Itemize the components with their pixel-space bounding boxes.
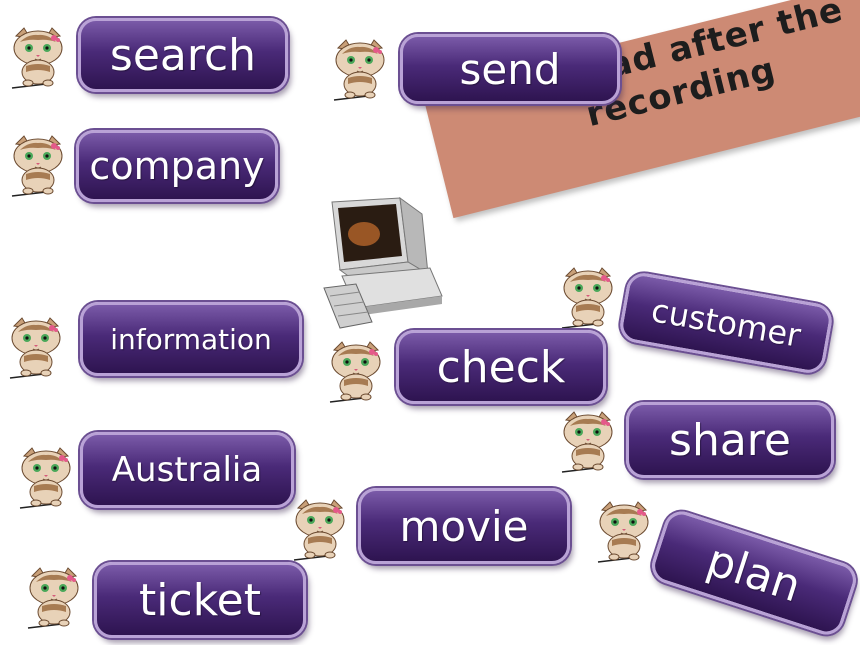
cat-icon [556, 266, 620, 330]
word-button-customer[interactable]: customer [617, 270, 835, 376]
word-button-check[interactable]: check [396, 330, 606, 404]
cat-icon [288, 498, 352, 562]
cat-icon [6, 134, 70, 198]
word-button-australia[interactable]: Australia [80, 432, 294, 508]
cat-icon [6, 26, 70, 90]
word-button-company[interactable]: company [76, 130, 278, 202]
word-button-send[interactable]: send [400, 34, 620, 104]
word-button-search[interactable]: search [78, 18, 288, 92]
cat-icon [22, 566, 86, 630]
cat-icon [556, 410, 620, 474]
word-button-information[interactable]: information [80, 302, 302, 376]
word-button-plan[interactable]: plan [647, 506, 860, 640]
computer-icon [323, 196, 443, 329]
cat-icon [592, 500, 656, 564]
cat-icon [14, 446, 78, 510]
word-button-ticket[interactable]: ticket [94, 562, 306, 638]
cat-icon [324, 340, 388, 404]
word-button-share[interactable]: share [626, 402, 834, 478]
cat-icon [328, 38, 392, 102]
word-button-movie[interactable]: movie [358, 488, 570, 564]
cat-icon [4, 316, 68, 380]
